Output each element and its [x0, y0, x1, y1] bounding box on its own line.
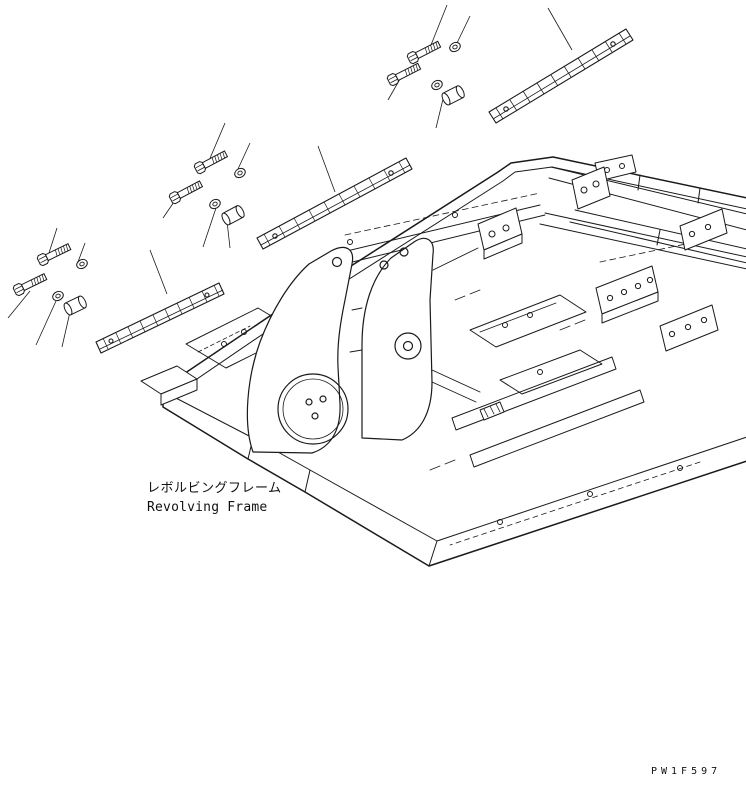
washer	[50, 289, 66, 303]
hex-bolt	[167, 178, 205, 206]
deck-brackets	[477, 166, 728, 352]
washer	[74, 257, 90, 271]
hex-bolt	[192, 148, 230, 176]
hex-bolt	[35, 241, 73, 267]
leader-lines	[7, 4, 573, 348]
boom-plate-left	[246, 246, 354, 454]
drawing-code: PW1F597	[651, 766, 722, 777]
left-foot	[140, 365, 198, 406]
spacer	[61, 294, 89, 317]
hex-bolt	[405, 38, 443, 66]
cover-strips	[95, 28, 634, 354]
spacer	[219, 203, 247, 227]
washer	[207, 197, 223, 211]
boom-mount	[246, 237, 481, 454]
boom-plate-right	[361, 237, 434, 441]
washer	[429, 78, 445, 92]
washer	[447, 40, 463, 54]
cover-strip-middle	[256, 157, 413, 250]
cross-members	[451, 356, 645, 468]
frame-label-english: Revolving Frame	[147, 500, 268, 515]
cover-strip-right	[488, 28, 634, 124]
revolving-frame-body	[140, 154, 746, 567]
spacer	[439, 84, 467, 107]
cover-strip-left	[95, 282, 225, 354]
frame-label-japanese: レボルビングフレーム	[147, 481, 282, 496]
washer	[232, 166, 248, 180]
hex-bolt	[11, 271, 49, 297]
hex-bolt	[385, 60, 423, 88]
